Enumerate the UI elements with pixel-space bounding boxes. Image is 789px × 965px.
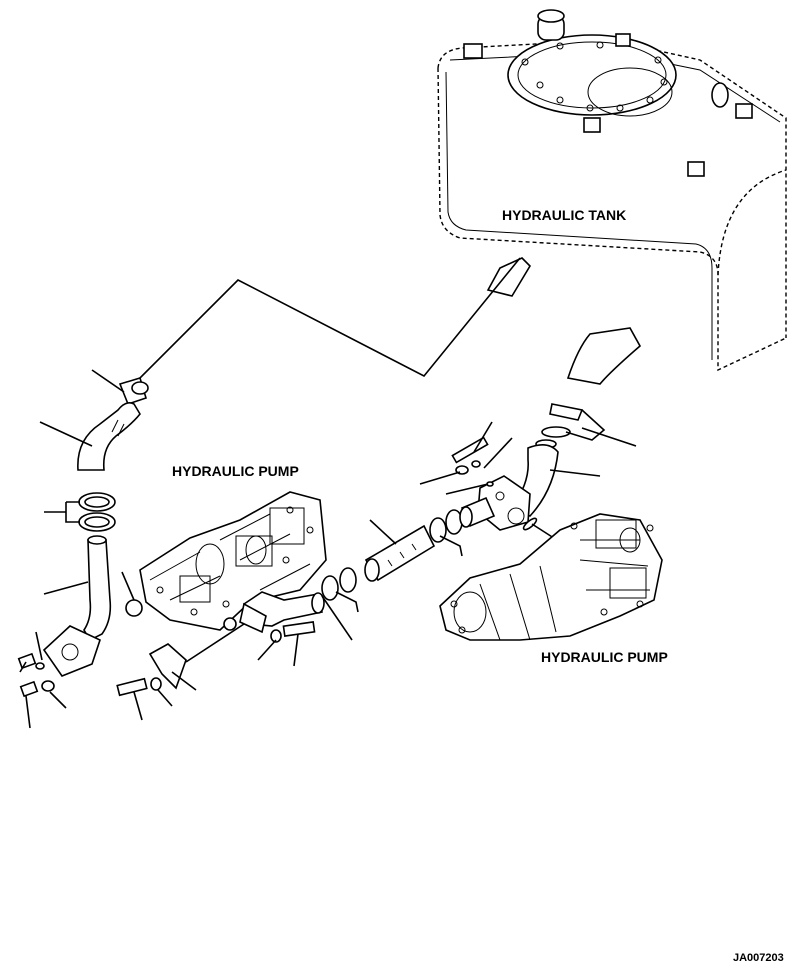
left-hydraulic-pump (139, 491, 327, 631)
drawing-id: JA007203 (733, 952, 784, 964)
right-hydraulic-pump (439, 513, 663, 641)
pump-left-label: HYDRAULIC PUMP (172, 463, 299, 479)
pump-right-label: HYDRAULIC PUMP (541, 649, 668, 665)
tank-label: HYDRAULIC TANK (502, 207, 626, 223)
suction-hose-assembly (321, 509, 463, 601)
tank-leader-line (135, 257, 521, 383)
center-piping (116, 591, 325, 697)
pump-inlet-elbow (451, 403, 584, 531)
right-leader-lines (419, 409, 637, 543)
left-leader-lines (19, 369, 135, 729)
left-suction-piping (17, 377, 149, 698)
center-leader-lines (133, 595, 353, 721)
hydraulic-tank (437, 9, 787, 385)
hose-leader-lines (335, 519, 463, 613)
